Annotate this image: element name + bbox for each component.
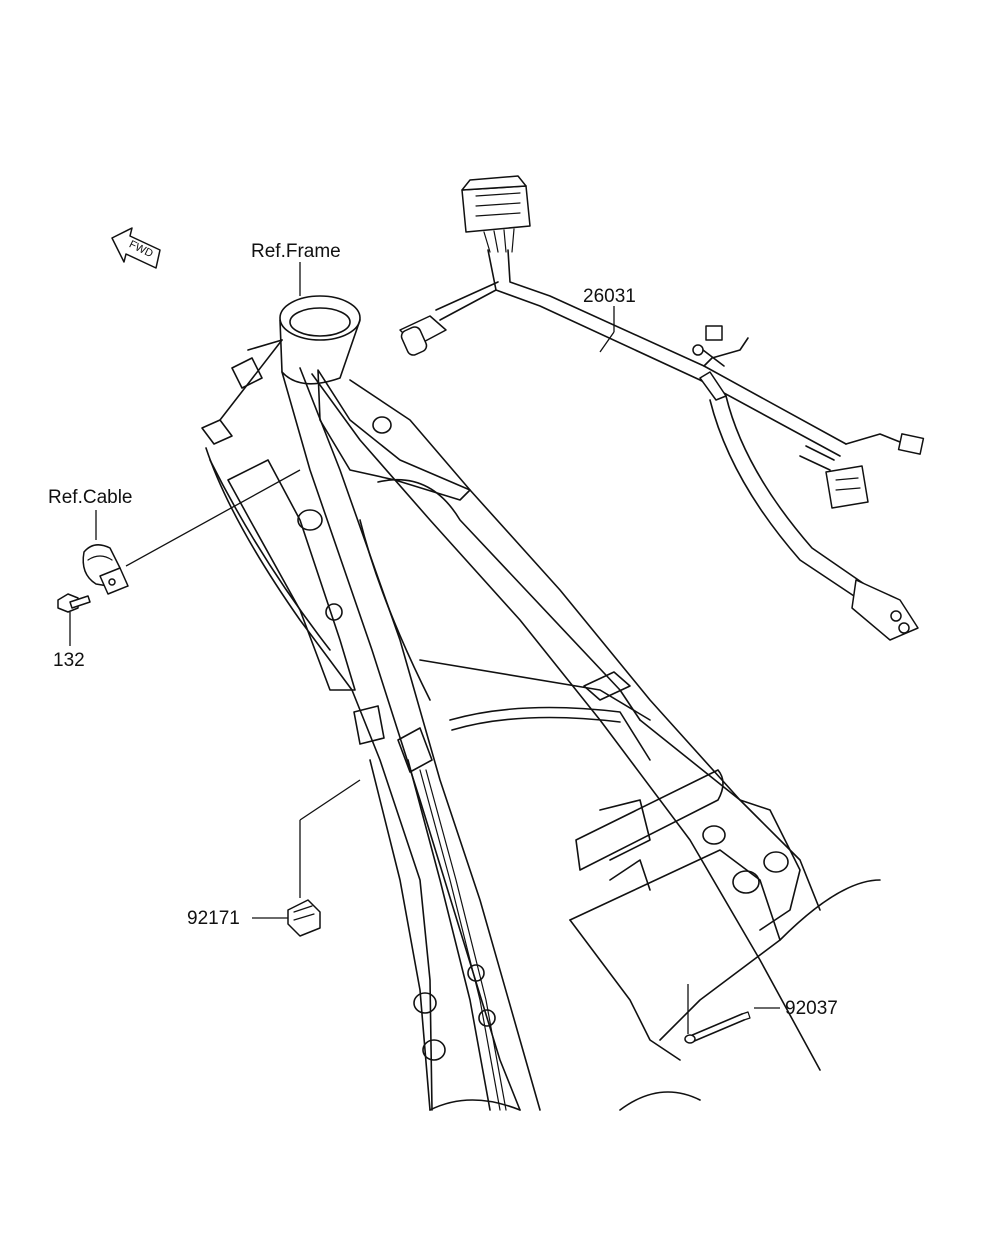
frame-drawing — [201, 295, 881, 1111]
cable-clamp-part-drawing — [82, 544, 129, 595]
band-92037-drawing — [684, 1011, 751, 1044]
clamp-92171-drawing — [287, 899, 321, 937]
callout-ref-frame: Ref.Frame — [251, 241, 341, 262]
callout-26031: 26031 — [583, 286, 636, 307]
leader-lines — [69, 262, 780, 1034]
callout-ref-cable: Ref.Cable — [48, 487, 133, 508]
callout-92037: 92037 — [785, 998, 838, 1019]
bolt-132-drawing — [57, 593, 91, 613]
wiring-harness-drawing — [399, 175, 925, 641]
callout-132: 132 — [53, 650, 85, 671]
callout-92171: 92171 — [187, 908, 240, 929]
forward-direction-arrow-icon: FWD — [111, 227, 161, 269]
